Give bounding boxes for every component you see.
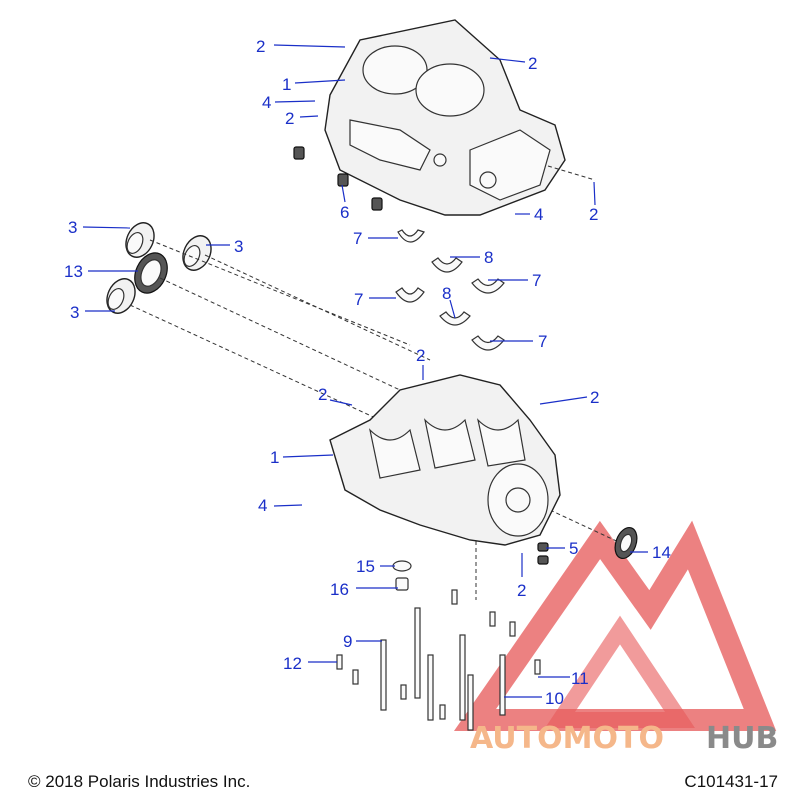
callout-5: 5 [569, 539, 578, 558]
callout-7-a: 7 [353, 229, 362, 248]
callout-3-a: 3 [68, 218, 77, 237]
callout-labels: 2 2 1 4 2 6 4 2 3 3 13 3 7 8 7 7 8 7 2 2… [64, 37, 671, 708]
callout-2-e: 2 [416, 346, 425, 365]
bolts [336, 589, 541, 731]
watermark-text-b: HUB [706, 721, 778, 756]
callout-7-d: 7 [538, 332, 547, 351]
callout-2-f: 2 [318, 385, 327, 404]
watermark-wordmark: AUTOMOTO HUB [470, 721, 778, 756]
callout-9: 9 [343, 632, 352, 651]
left-seals [106, 222, 212, 314]
bearing-shells [395, 229, 505, 351]
callout-1-b: 1 [270, 448, 279, 467]
callout-3-c: 3 [70, 303, 79, 322]
callout-4-b: 4 [534, 205, 543, 224]
callout-15: 15 [356, 557, 375, 576]
watermark-text-a: AUTOMOTO [470, 721, 664, 756]
alignment-lines [129, 165, 626, 600]
watermark-logo [453, 520, 777, 731]
callout-10: 10 [545, 689, 564, 708]
callout-4-a: 4 [262, 93, 271, 112]
callout-4-c: 4 [258, 496, 267, 515]
callout-2-c: 2 [285, 109, 294, 128]
callout-7-b: 7 [532, 271, 541, 290]
leader-lines [82, 44, 648, 698]
hardware-lower [392, 526, 638, 591]
callout-3-b: 3 [234, 237, 243, 256]
callout-2-h: 2 [517, 581, 526, 600]
callout-8-b: 8 [442, 284, 451, 303]
callout-13: 13 [64, 262, 83, 281]
upper-crankcase [324, 19, 566, 216]
callout-8-a: 8 [484, 248, 493, 267]
copyright-text: © 2018 Polaris Industries Inc. [28, 772, 251, 791]
callout-2-d: 2 [589, 205, 598, 224]
callout-1-a: 1 [282, 75, 291, 94]
callout-16: 16 [330, 580, 349, 599]
callout-11: 11 [571, 669, 589, 688]
callout-2-g: 2 [590, 388, 599, 407]
callout-2-b: 2 [528, 54, 537, 73]
lower-crankcase [329, 374, 561, 546]
callout-6: 6 [340, 203, 349, 222]
callout-7-c: 7 [354, 290, 363, 309]
callout-14: 14 [652, 543, 671, 562]
drawing-id: C101431-17 [684, 772, 778, 791]
plugs-upper [293, 146, 383, 211]
callout-2-a: 2 [256, 37, 265, 56]
callout-12: 12 [283, 654, 302, 673]
